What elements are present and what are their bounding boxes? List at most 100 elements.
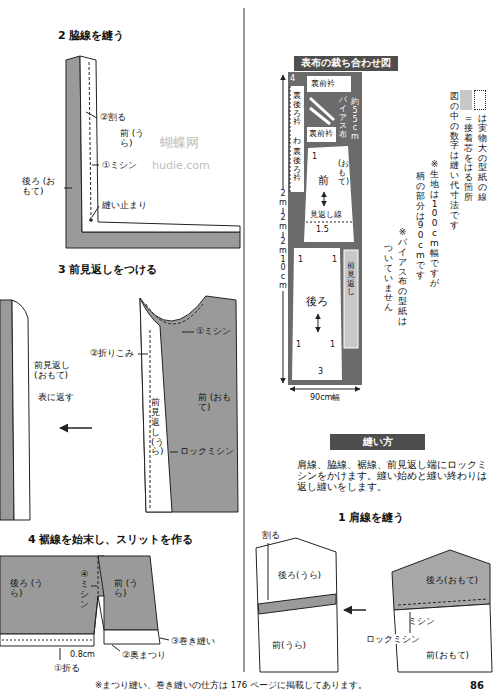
vertical-label: ④ミシン — [80, 570, 89, 610]
vertical-label: 約55cm — [351, 98, 359, 142]
leader-line — [138, 354, 148, 355]
stitch-line — [98, 556, 99, 596]
front-facing — [140, 298, 172, 512]
bias-strip — [310, 108, 330, 124]
vertical-label: 裏後ろ衿 — [293, 92, 301, 127]
back-piece — [66, 56, 240, 248]
callout-label: 前(うら) — [272, 640, 306, 650]
callout-label: ①ミシン — [196, 326, 231, 336]
legend-swatch — [460, 90, 472, 110]
callout-label: 1 — [298, 255, 303, 264]
fold-line — [290, 86, 291, 192]
band-title: 縫い方 — [337, 435, 418, 449]
back-piece — [0, 556, 104, 634]
vertical-label: (おもて) — [338, 160, 346, 186]
title-band: 縫い方 — [330, 434, 425, 450]
callout-label: ミシン — [408, 616, 435, 626]
vertical-label: 前見返し(うら) — [151, 398, 160, 457]
band-title: 表布の裁ち合わせ図 — [301, 57, 391, 70]
callout-label: 前見返し (おもて) — [34, 360, 80, 381]
leader-line — [268, 543, 269, 600]
front-piece — [140, 296, 238, 512]
vertical-label: ※生地は100cm幅ですが — [430, 160, 439, 289]
pressed-seam — [258, 594, 336, 614]
callout-label: 3 — [318, 367, 323, 376]
vertical-label: バイアス布 — [339, 96, 347, 140]
leader-line — [91, 586, 97, 587]
vertical-label: 裏後ろ衿 — [293, 148, 301, 183]
callout-label: 割る — [262, 530, 280, 540]
move-arrow — [344, 609, 366, 611]
callout-label: 1 — [330, 340, 335, 349]
callout-label: ※まつり縫い、巻き縫いの仕方は 176 ページに掲載してあります。 — [95, 681, 367, 691]
stitch-line — [150, 330, 151, 508]
grain-arrow — [318, 314, 319, 332]
callout-label: 1 — [332, 255, 337, 264]
legend-text: は実物大の型紙の線 — [478, 114, 487, 203]
callout-label: ②奥まつり — [122, 650, 166, 660]
callout-label: ②割る — [100, 112, 126, 122]
step-heading: 3 前見返しをつける — [58, 264, 157, 277]
leader-line — [112, 645, 120, 651]
leader-line — [92, 206, 99, 217]
slit-line — [98, 596, 104, 630]
leader-line — [160, 638, 169, 640]
stitch-line — [89, 62, 91, 218]
callout-label: ①ミシン — [102, 160, 137, 170]
leader-line — [170, 452, 178, 453]
callout-label: 前 (うら) — [120, 128, 150, 149]
hem-fold — [104, 630, 160, 644]
hem-fold — [0, 634, 94, 646]
leader-line — [182, 332, 194, 333]
callout-label: 前 (おもて) — [198, 392, 234, 413]
vertical-label: 2m — [279, 214, 287, 232]
front-piece — [80, 56, 240, 232]
slit-line — [94, 596, 98, 634]
vertical-label: 2m10cm — [279, 238, 287, 291]
callout-label: ロックミシン — [180, 446, 234, 456]
callout-label: 裏前衿 — [309, 129, 333, 138]
callout-label: 前 (うら) — [114, 578, 144, 599]
front-pattern — [304, 146, 354, 242]
callout-label: 後ろ — [306, 296, 328, 309]
callout-label: 後ろ (おもて) — [22, 176, 62, 197]
callout-label: 見返し線 — [310, 210, 342, 219]
title-band: 表布の裁ち合わせ図 — [294, 56, 398, 71]
callout-label: 裏前衿 — [311, 79, 335, 88]
callout-label: 90cm幅 — [310, 393, 340, 402]
stitch-line — [146, 304, 203, 324]
callout-label: 縫い止まり — [102, 200, 147, 210]
callout-label: ロックミシン — [366, 634, 420, 644]
legend-text: =接着芯をはる箇所 — [464, 114, 473, 203]
left-facing — [12, 300, 30, 520]
vertical-label: 前見返し — [347, 262, 355, 297]
callout-label: 表に返す — [38, 392, 74, 402]
front-collar-piece — [307, 127, 336, 142]
callout-label: 0.8cm — [70, 650, 95, 659]
callout-label: ②折りこみ — [90, 348, 134, 358]
dimension-line — [290, 389, 360, 390]
leader-line — [64, 188, 72, 189]
stop-mark — [89, 218, 93, 222]
callout-label: ③巻き縫い — [171, 636, 215, 646]
leader-line — [60, 648, 61, 660]
step-heading: 2 脇線を縫う — [58, 30, 124, 43]
callout-label: 後ろ(おもて) — [426, 575, 478, 585]
callout-label: 蝴蝶网 — [160, 136, 199, 151]
callout-label: わ — [293, 136, 301, 145]
leader-line — [86, 112, 97, 118]
callout-label: 後ろ(うら) — [278, 570, 321, 580]
back-pattern — [292, 248, 342, 380]
front-collar-piece — [307, 76, 351, 92]
fabric — [288, 72, 362, 385]
vertical-label: 図の中の数字は縫い代寸法です — [450, 92, 459, 230]
step-heading: 1 肩線を縫う — [338, 512, 404, 525]
vertical-label: ※バイアス布の型紙は — [398, 228, 407, 327]
grain-arrow — [324, 192, 325, 206]
back-piece — [392, 550, 490, 610]
callout-label: 1 — [312, 152, 317, 161]
callout-label: 1 — [296, 340, 301, 349]
back-collar-piece — [290, 86, 304, 192]
